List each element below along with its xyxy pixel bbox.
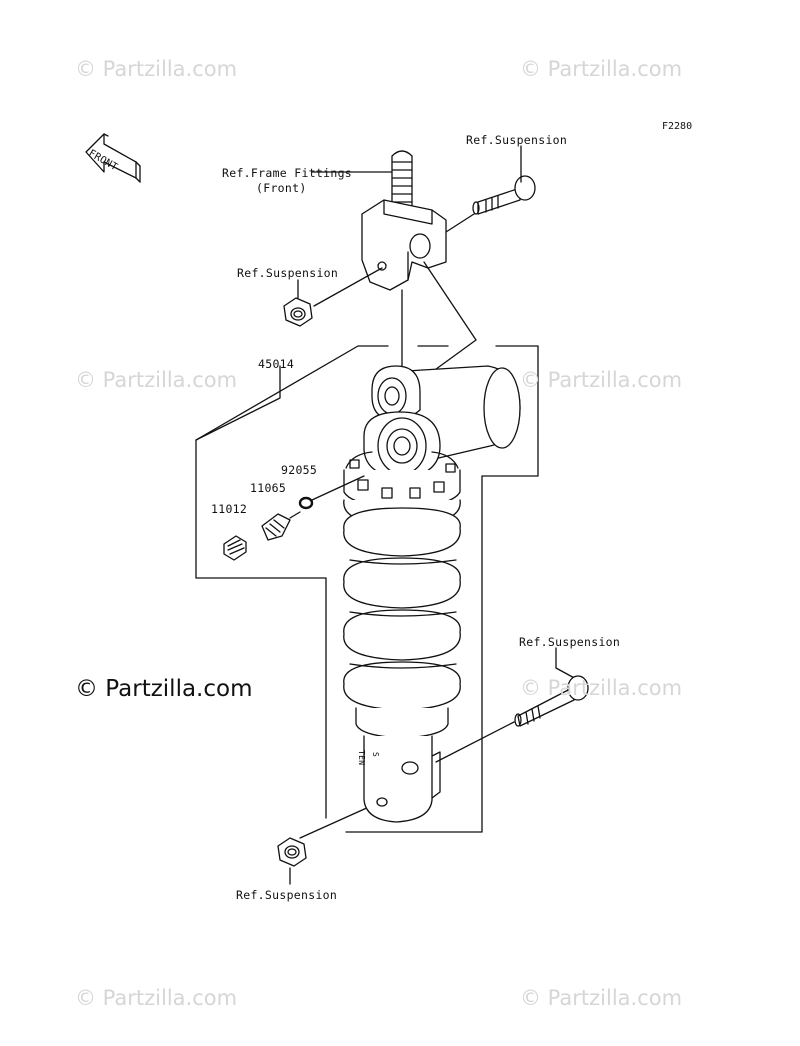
watermark-top-right: © Partzilla.com (520, 57, 683, 81)
ref-frame-fittings-sub-label: (Front) (256, 181, 307, 195)
shock-lower-body (355, 707, 449, 823)
watermark-bottom-right: © Partzilla.com (520, 986, 683, 1010)
watermark-prominent: © Partzilla.com (75, 676, 253, 702)
part-number-11065: 11065 (250, 481, 287, 495)
lower-left-nut (277, 837, 307, 867)
cap-11012[interactable] (223, 535, 247, 561)
front-arrow-icon (85, 133, 141, 183)
ref-suspension-top-right: Ref.Suspension (466, 133, 568, 147)
diagram-code: F2280 (662, 121, 693, 132)
shock-text-s: S (371, 752, 380, 758)
valve-11065[interactable] (261, 511, 301, 541)
ref-suspension-top-left: Ref.Suspension (237, 266, 339, 280)
ref-suspension-bottom: Ref.Suspension (236, 888, 338, 902)
o-ring-92055[interactable] (298, 475, 365, 510)
watermark-mid-left: © Partzilla.com (75, 368, 238, 392)
top-right-bolt (472, 175, 536, 215)
shock-text-ten: TEN (357, 750, 366, 766)
part-number-45014: 45014 (258, 357, 295, 371)
ref-frame-fittings-label: Ref.Frame Fittings (222, 166, 353, 180)
upper-bracket (361, 199, 447, 291)
watermark-top-left: © Partzilla.com (75, 57, 238, 81)
shock-upper-eye (363, 411, 441, 479)
part-number-11012: 11012 (211, 502, 248, 516)
watermark-mid-right: © Partzilla.com (520, 368, 683, 392)
assembly-bracket-45014 (195, 345, 539, 833)
ref-suspension-mid-right: Ref.Suspension (519, 635, 621, 649)
watermark-bottom-left: © Partzilla.com (75, 986, 238, 1010)
coil-spring[interactable] (343, 499, 461, 711)
watermark-low-right: © Partzilla.com (520, 676, 683, 700)
part-number-92055: 92055 (281, 463, 318, 477)
top-left-nut (283, 297, 313, 327)
lower-right-bolt (514, 675, 589, 727)
